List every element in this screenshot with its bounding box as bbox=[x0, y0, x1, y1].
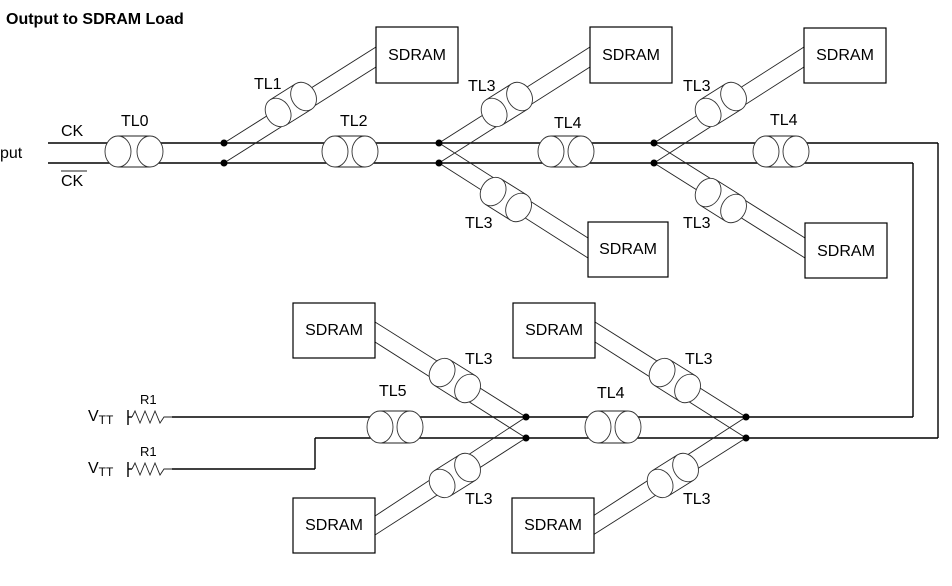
sdram-box-bot-2 bbox=[292, 497, 376, 554]
sdram-label-top-1: SDRAM bbox=[388, 47, 446, 64]
tl4-label-top-2: TL4 bbox=[770, 112, 798, 129]
sdram-label-mid-2: SDRAM bbox=[817, 243, 875, 260]
tl3-branch-bot-right-down bbox=[592, 416, 747, 536]
tl3-branch-bot-left-up bbox=[374, 321, 527, 439]
termination-resistor-2 bbox=[127, 461, 172, 477]
tl0-label: TL0 bbox=[121, 113, 149, 130]
tl3-label-top-up-2: TL3 bbox=[683, 78, 711, 95]
sdram-label-top-3: SDRAM bbox=[816, 47, 874, 64]
junction-dot bbox=[650, 139, 658, 147]
sdram-label-bot-3: SDRAM bbox=[525, 322, 583, 339]
ck-bar-label: CK bbox=[61, 173, 84, 190]
tl3-branch-bot-right-up bbox=[594, 321, 747, 439]
junction-dot bbox=[220, 159, 228, 167]
junction-dot bbox=[435, 159, 443, 167]
junction-dot bbox=[650, 159, 658, 167]
tl3-branch-top-down-2 bbox=[653, 142, 806, 259]
tl3-label-top-down-1: TL3 bbox=[465, 215, 493, 232]
sdram-label-top-2: SDRAM bbox=[602, 47, 660, 64]
diagram-title: Output to SDRAM Load bbox=[6, 11, 184, 28]
tl4-label-top-1: TL4 bbox=[554, 115, 582, 132]
tl3-label-bot-right-down: TL3 bbox=[683, 491, 711, 508]
sdram-label-mid-1: SDRAM bbox=[599, 241, 657, 258]
sdram-box-top-3 bbox=[803, 27, 887, 84]
junction-dot bbox=[522, 434, 530, 442]
sdram-box-mid-1 bbox=[587, 221, 669, 278]
r1-label-2: R1 bbox=[140, 444, 157, 459]
bottom-bus bbox=[172, 416, 938, 470]
tl1-branch bbox=[223, 46, 377, 164]
sdram-box-bot-3 bbox=[512, 302, 596, 359]
tl4-cylinder-top-2 bbox=[752, 135, 810, 168]
tl5-cylinder bbox=[366, 410, 424, 444]
sdram-box-bot-4 bbox=[511, 497, 595, 554]
r1-label-1: R1 bbox=[140, 392, 157, 407]
tl3-label-top-up-1: TL3 bbox=[468, 78, 496, 95]
tl3-label-bot-right-up: TL3 bbox=[685, 351, 713, 368]
sdram-box-mid-2 bbox=[804, 222, 888, 279]
tl1-label: TL1 bbox=[254, 76, 282, 93]
vtt-label-1: VTT bbox=[88, 408, 114, 427]
tl2-cylinder bbox=[321, 135, 379, 168]
tl5-label: TL5 bbox=[379, 383, 407, 400]
tl3-branch-top-down-1 bbox=[438, 142, 589, 259]
tl4-cylinder-top-1 bbox=[537, 135, 595, 168]
tl0-cylinder bbox=[104, 135, 164, 168]
junction-dot bbox=[522, 413, 530, 421]
junction-dot bbox=[435, 139, 443, 147]
tl3-branch-bot-left-down bbox=[374, 416, 527, 536]
sdram-label-bot-4: SDRAM bbox=[524, 517, 582, 534]
tl2-label: TL2 bbox=[340, 113, 368, 130]
sdram-box-top-2 bbox=[589, 26, 673, 84]
junction-dot bbox=[742, 434, 750, 442]
junction-dot bbox=[220, 139, 228, 147]
sdram-label-bot-2: SDRAM bbox=[305, 517, 363, 534]
vtt-label-2: VTT bbox=[88, 460, 114, 479]
input-label: put bbox=[0, 145, 23, 162]
tl3-branch-top-up-2 bbox=[653, 46, 805, 164]
junction-dot bbox=[742, 413, 750, 421]
ck-label: CK bbox=[61, 123, 84, 140]
sdram-box-bot-1 bbox=[292, 302, 376, 359]
tl4-label-bottom: TL4 bbox=[597, 385, 625, 402]
tl3-label-bot-left-up: TL3 bbox=[465, 351, 493, 368]
termination-resistor-1 bbox=[127, 409, 172, 425]
sdram-label-bot-1: SDRAM bbox=[305, 322, 363, 339]
tl3-branch-top-up-1 bbox=[438, 46, 591, 164]
tl3-label-top-down-2: TL3 bbox=[683, 215, 711, 232]
sdram-box-top-1 bbox=[375, 26, 459, 84]
tl3-label-bot-left-down: TL3 bbox=[465, 491, 493, 508]
tl4-cylinder-bottom bbox=[584, 410, 642, 444]
